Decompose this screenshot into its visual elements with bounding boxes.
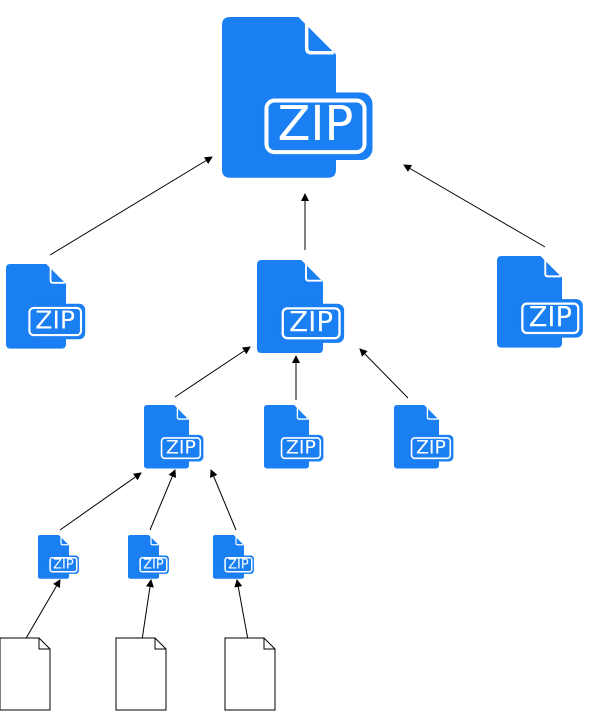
arrow-l1-right-to-root [403,164,546,248]
arrow-file3-to-l3-right [234,579,249,641]
arrow-l3-center-to-l2-left [149,469,176,531]
zip-label: ZIP [143,557,164,572]
zip-archive-icon-l3-left: ZIP [38,535,79,579]
zip-label: ZIP [286,437,316,459]
arrow-file1-to-l3-left [24,579,61,641]
zip-archive-icon-l2-right: ZIP [394,405,454,469]
zip-label: ZIP [228,557,249,572]
blank-document-icon-3 [224,637,276,711]
zip-label: ZIP [53,557,74,572]
zip-archive-icon-l1-left: ZIP [6,264,86,349]
arrow-l2-left-to-l1-center [174,346,251,398]
arrow-l1-left-to-root [49,156,213,256]
zip-label: ZIP [166,437,196,459]
zip-label: ZIP [289,305,333,338]
zip-label: ZIP [35,306,75,335]
arrow-file2-to-l3-center [141,579,154,641]
arrow-l3-right-to-l2-left [210,469,237,531]
zip-archive-icon-l3-right: ZIP [213,535,254,579]
zip-archive-icon-l1-right: ZIP [497,256,583,348]
zip-archive-icon-l1-center: ZIP [257,260,345,354]
arrow-l2-right-to-l1-center [359,348,409,399]
blank-document-icon-2 [115,637,167,711]
zip-archive-icon-root: ZIP [222,17,373,178]
nodes-layer: ZIP ZIP ZIP ZIP ZIP ZIP ZIP ZIP ZIP ZIP [0,17,583,711]
zip-archive-icon-l2-left: ZIP [144,405,204,469]
arrow-l3-left-to-l2-left [59,472,142,531]
zip-label: ZIP [278,97,354,152]
blank-document-icon-1 [0,637,51,711]
arrows-layer [24,156,546,641]
zip-archive-icon-l2-center: ZIP [264,405,324,469]
zip-label: ZIP [416,437,446,459]
zip-label: ZIP [529,302,572,333]
zip-archive-icon-l3-center: ZIP [128,535,169,579]
